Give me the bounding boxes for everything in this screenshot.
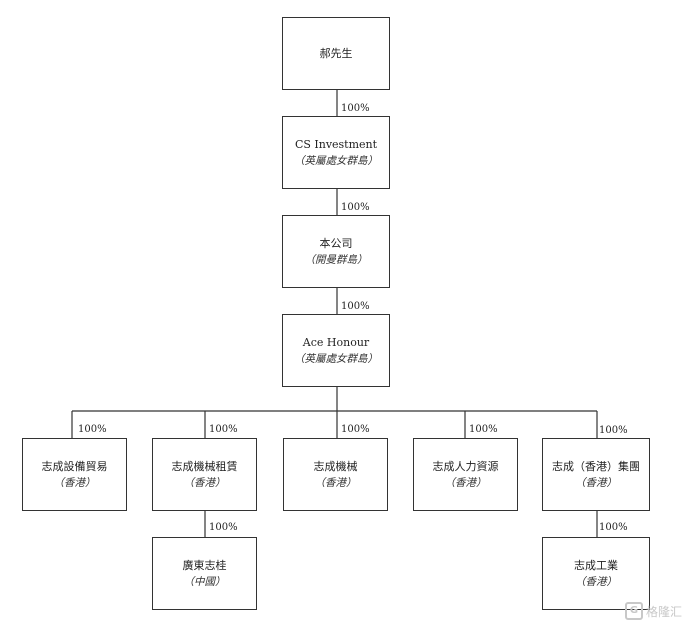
node-guangdong-name: 廣東志桂 xyxy=(182,558,227,572)
pct-owner-cs: 100% xyxy=(341,103,370,114)
node-hr-jurisdiction: （香港） xyxy=(444,476,487,489)
node-industrial-jurisdiction: （香港） xyxy=(575,575,617,588)
node-industrial-name: 志成工業 xyxy=(574,558,618,572)
pct-ace-hr: 100% xyxy=(469,424,498,435)
pct-leasing-guangdong: 100% xyxy=(209,522,238,533)
node-equip-trading: 志成設備貿易 （香港） xyxy=(22,438,127,511)
node-machinery: 志成機械 （香港） xyxy=(283,438,388,511)
node-owner: 郝先生 xyxy=(282,17,390,90)
watermark: G 格隆汇 xyxy=(624,602,682,620)
node-machinery-name: 志成機械 xyxy=(313,459,358,473)
node-guangdong-jurisdiction: （中國） xyxy=(183,575,226,588)
node-equip-trading-name: 志成設備貿易 xyxy=(41,459,108,473)
node-guangdong: 廣東志桂 （中國） xyxy=(152,537,257,610)
node-hk-group-name: 志成（香港）集團 xyxy=(552,459,640,473)
node-company-name: 本公司 xyxy=(319,236,353,250)
node-ace-honour: Ace Honour （英屬處女群島） xyxy=(282,314,390,387)
pct-company-ace: 100% xyxy=(341,301,370,312)
node-machinery-leasing: 志成機械租賃 （香港） xyxy=(152,438,257,511)
node-equip-trading-jurisdiction: （香港） xyxy=(53,476,96,489)
pct-ace-group: 100% xyxy=(599,425,628,436)
node-ace-honour-jurisdiction: （英屬處女群島） xyxy=(294,352,378,365)
node-cs-investment-name: CS Investment xyxy=(294,137,378,151)
node-hk-group-jurisdiction: （香港） xyxy=(575,476,617,489)
node-hr: 志成人力資源 （香港） xyxy=(413,438,518,511)
pct-cs-company: 100% xyxy=(341,202,370,213)
node-machinery-jurisdiction: （香港） xyxy=(314,476,357,489)
pct-ace-machinery: 100% xyxy=(341,424,370,435)
watermark-logo-icon: G xyxy=(624,602,643,620)
node-industrial: 志成工業 （香港） xyxy=(542,537,650,610)
node-machinery-leasing-name: 志成機械租賃 xyxy=(171,459,238,473)
node-company: 本公司 （開曼群島） xyxy=(282,215,390,288)
node-cs-investment-jurisdiction: （英屬處女群島） xyxy=(294,154,378,167)
node-company-jurisdiction: （開曼群島） xyxy=(304,253,368,266)
pct-group-industrial: 100% xyxy=(599,522,628,533)
node-hk-group: 志成（香港）集團 （香港） xyxy=(542,438,650,511)
node-hr-name: 志成人力資源 xyxy=(432,459,499,473)
node-ace-honour-name: Ace Honour xyxy=(302,335,370,349)
node-cs-investment: CS Investment （英屬處女群島） xyxy=(282,116,390,189)
node-owner-name: 郝先生 xyxy=(319,46,353,60)
pct-ace-leasing: 100% xyxy=(209,424,238,435)
pct-ace-equip: 100% xyxy=(78,424,107,435)
node-machinery-leasing-jurisdiction: （香港） xyxy=(183,476,226,489)
watermark-text: 格隆汇 xyxy=(645,604,682,619)
